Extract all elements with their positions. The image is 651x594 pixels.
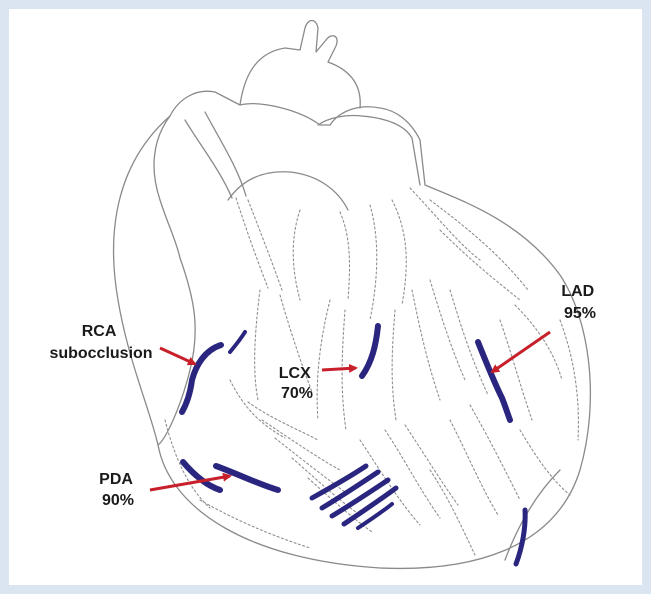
right-ventricle-outline [158,258,195,445]
lcx-lesion [362,326,378,376]
lad-lesion [478,342,510,420]
branch [430,470,475,555]
branch [515,305,562,380]
branch [405,425,458,505]
posterior-lesion-5 [358,504,392,528]
vena-cava-outline [185,120,232,198]
pda-label: PDA 90% [99,471,137,509]
rca-arrow [160,348,195,364]
right-atrium-outline [154,116,180,258]
lesions [182,326,525,564]
branch [392,200,406,305]
branch [248,200,282,290]
branch [262,420,340,470]
branch [412,290,440,400]
branch [430,200,528,290]
branch [430,280,465,380]
posterior-lesion-1 [312,466,366,498]
aorta-outline [240,21,360,109]
branch [360,440,420,525]
branch [520,430,570,495]
coronary-branches [165,188,578,555]
branch [392,310,396,420]
branch [293,210,300,300]
lad-label-line2: 95% [564,305,596,322]
pda-label-line1: PDA [99,471,133,488]
branch [450,420,498,515]
branch [200,500,310,548]
rca-label: RCA subocclusion [49,323,152,362]
heart-diagram: RCA subocclusion LCX 70% LAD 95% PDA 90% [9,9,642,585]
branch [370,205,377,320]
lcx-label-line1: LCX [279,365,311,382]
branch [230,380,285,438]
rca-label-line1: RCA [82,323,117,340]
rca-lesion-secondary [230,332,245,352]
left-atrium-outline [228,172,348,210]
branch [340,212,350,300]
lad-arrow [492,332,550,372]
lcx-arrow [322,368,356,370]
pda-label-line2: 90% [102,492,134,509]
branch [248,402,318,440]
lad-label-line1: LAD [561,283,594,300]
branch [450,290,488,395]
rca-label-line2: subocclusion [49,345,152,362]
branch [410,188,480,260]
branch [317,300,330,420]
branch [560,320,578,440]
arrows [150,332,550,490]
lcx-label-line2: 70% [281,385,313,402]
lcx-label: LCX 70% [279,365,315,402]
branch [236,198,268,288]
figure-panel: RCA subocclusion LCX 70% LAD 95% PDA 90% [9,9,642,585]
pulmonary-trunk-outline [318,115,420,185]
branch [255,290,260,400]
apex-lesion [516,510,525,564]
lad-label: LAD 95% [561,283,598,322]
